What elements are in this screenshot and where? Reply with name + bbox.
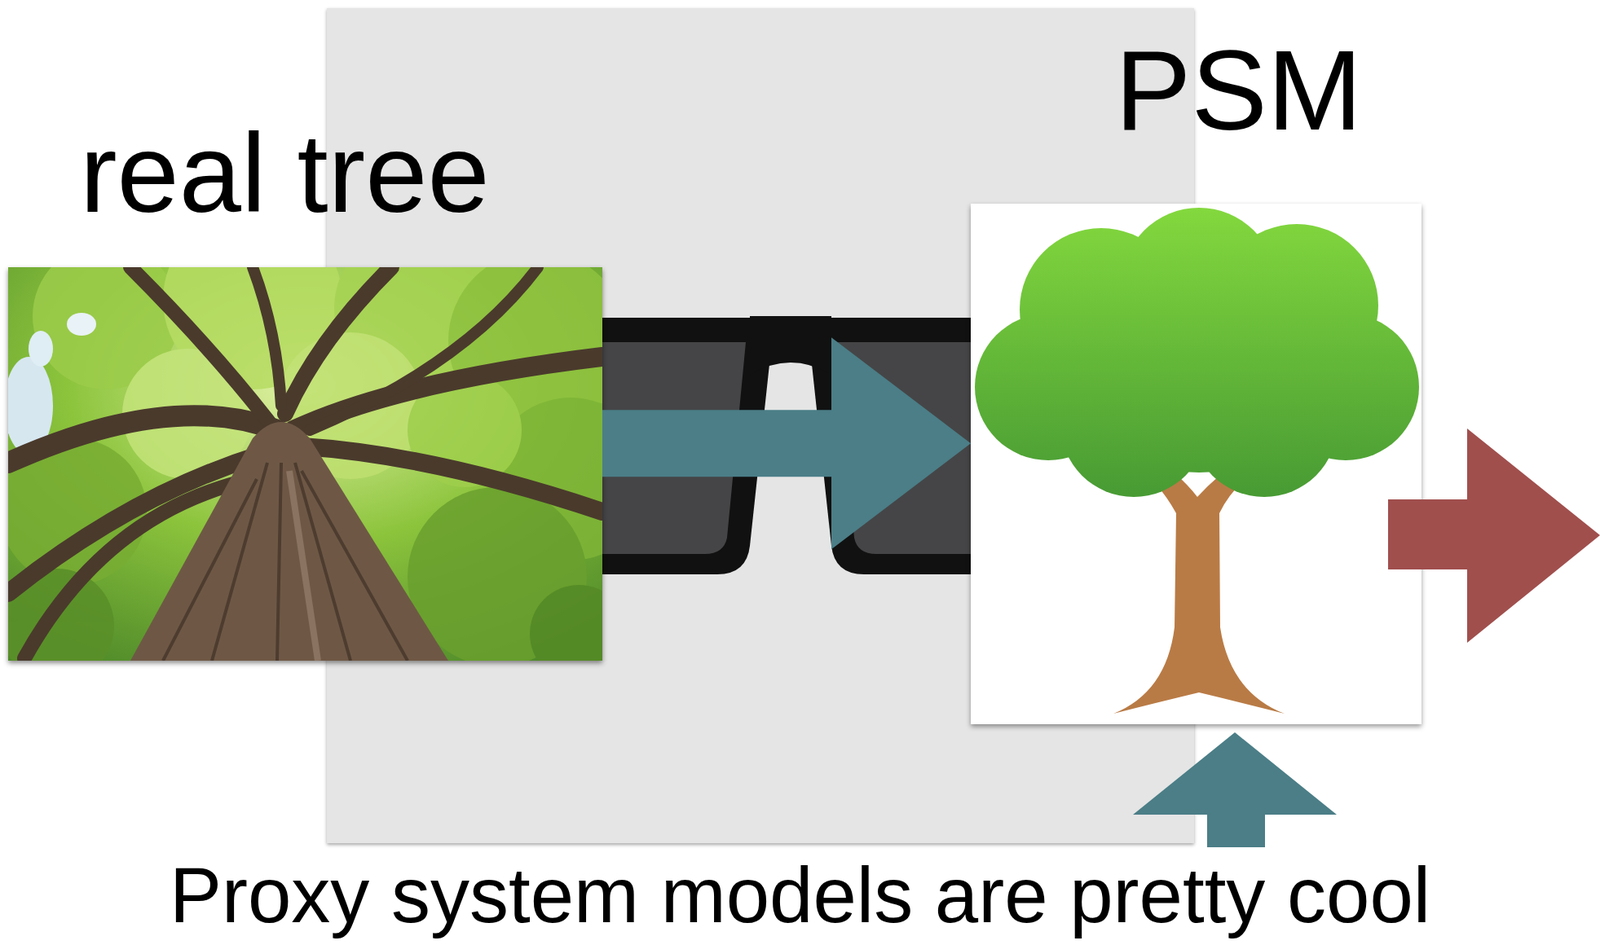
tree-photo-part [277, 462, 282, 662]
cartoon-tree [970, 203, 1422, 725]
node-heading: real tree [79, 117, 490, 230]
tree-photo-part [289, 471, 318, 662]
cartoon-tree-part [1101, 277, 1297, 473]
tree-photo-part [309, 267, 538, 431]
cartoon-tree-part [974, 207, 1420, 498]
tree-photo-part [163, 479, 257, 662]
tree-photo-part [163, 462, 408, 662]
tree-photo-part [211, 462, 268, 662]
tree-photo-part [8, 267, 603, 662]
caption: Proxy system models are pretty cool [169, 852, 1431, 939]
tree-photo-part [130, 267, 269, 423]
node-heading: PSM [1115, 33, 1362, 148]
image-node: PSM [970, 33, 1422, 725]
tree-photo-part [252, 267, 282, 406]
tree-photo-part [130, 422, 449, 662]
tree-photo-part [529, 585, 603, 662]
sunglasses-bridge [749, 316, 832, 375]
image-node: real tree [8, 117, 603, 662]
cartoon-tree-part [970, 203, 1422, 725]
tree-photo [8, 267, 603, 662]
tree-photo-part [301, 471, 408, 662]
tree-photo-part [66, 312, 97, 336]
block-arrow [602, 337, 971, 550]
output-arrow [1388, 428, 1600, 644]
tree-photo-part [28, 330, 53, 367]
input-arrow [1132, 732, 1337, 848]
